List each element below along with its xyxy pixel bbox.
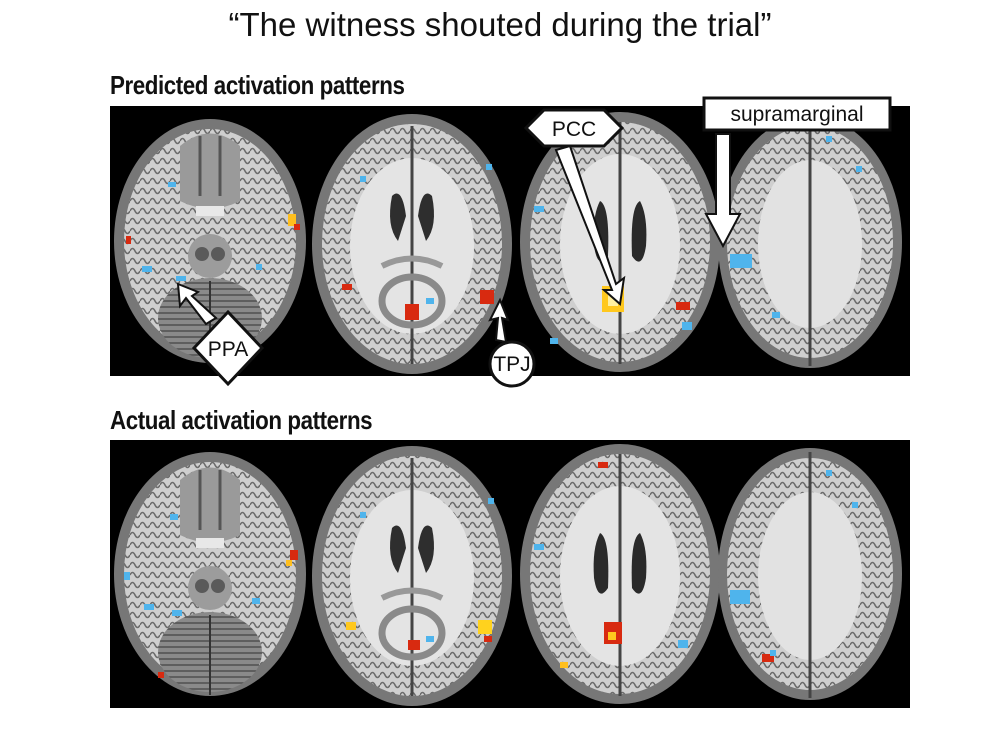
- brain-slice-superior: [718, 116, 902, 368]
- predicted-brain-slices: [114, 112, 902, 374]
- actual-activation-clusters: [124, 462, 858, 678]
- actual-section-title: Actual activation patterns: [110, 405, 373, 435]
- predicted-section-title: Predicted activation patterns: [110, 70, 405, 100]
- brain-slice-basal-ganglia: [312, 114, 512, 374]
- brain-slice-ventricles: [520, 112, 720, 372]
- brain-slice-ventral: [114, 452, 306, 696]
- actual-brain-slices: [114, 444, 902, 706]
- predicted-brain-panel: [110, 106, 910, 376]
- stimulus-sentence: “The witness shouted during the trial”: [228, 6, 772, 43]
- actual-brain-panel: [110, 440, 910, 708]
- brain-slice-superior: [718, 448, 902, 700]
- brain-slice-ventricles: [520, 444, 720, 704]
- brain-slice-basal-ganglia: [312, 446, 512, 706]
- brain-slice-ventral: [114, 119, 306, 363]
